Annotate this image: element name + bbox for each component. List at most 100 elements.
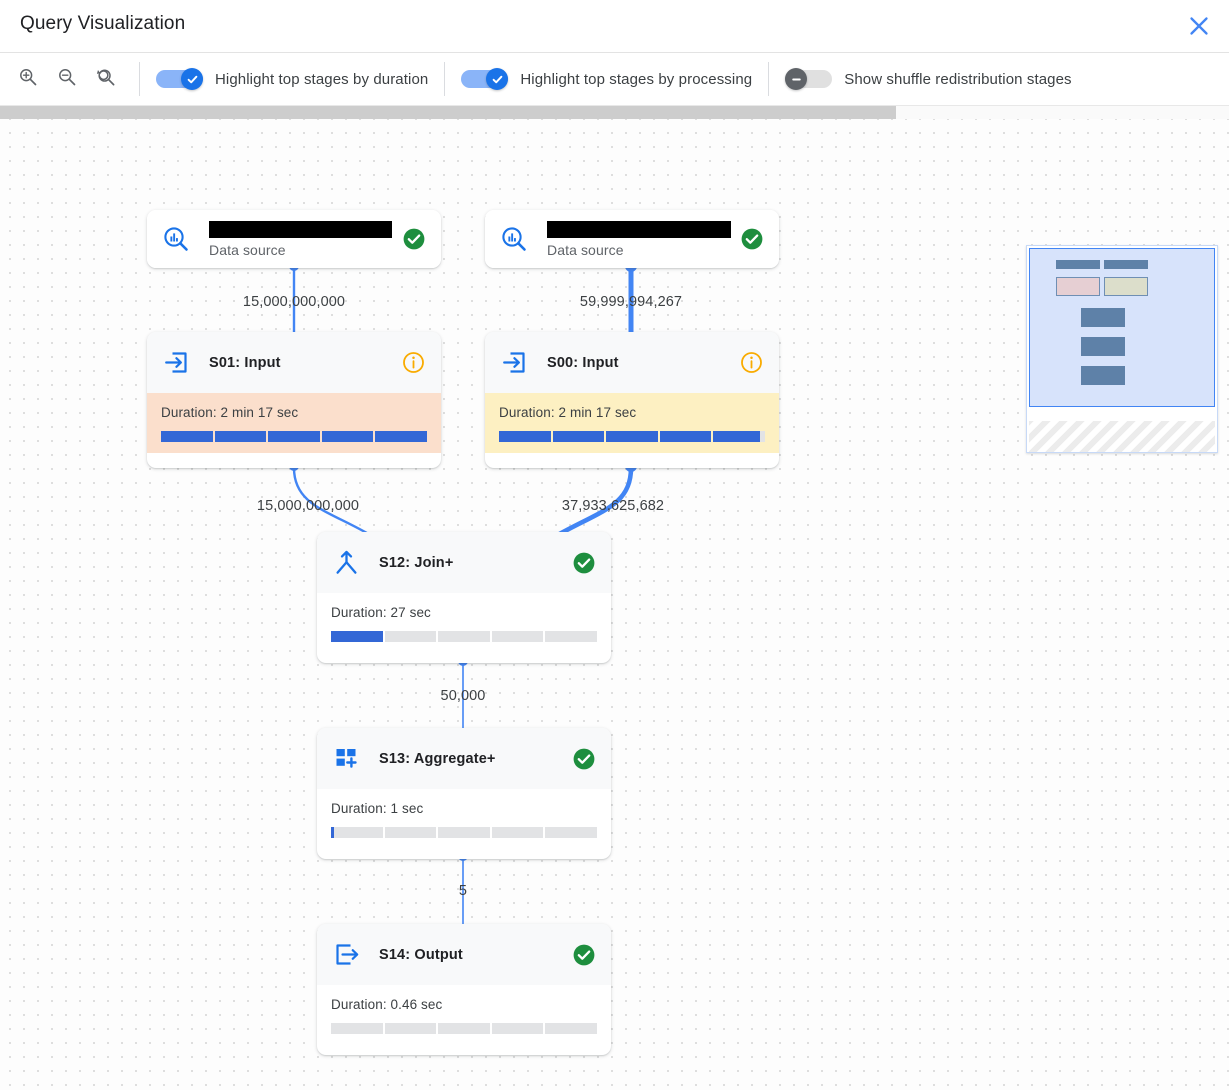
toolbar-divider-2	[444, 62, 446, 96]
bar-segment	[384, 631, 437, 642]
input-arrow-icon	[499, 348, 529, 378]
check-circle-icon	[572, 551, 596, 575]
toggle-show-shuffle[interactable]: Show shuffle redistribution stages	[785, 59, 1072, 99]
duration-label: Duration: 27 sec	[331, 605, 431, 620]
node-header: Data source	[147, 210, 441, 268]
bar-segment	[331, 827, 383, 838]
bar-segment	[268, 431, 320, 442]
bar-segment	[321, 431, 374, 442]
zoom-out-icon	[57, 67, 77, 92]
join-icon	[331, 548, 361, 578]
check-circle-icon	[572, 747, 596, 771]
node-data-source-left[interactable]: Data source	[147, 210, 441, 268]
bar-segment	[438, 1023, 490, 1034]
edge-label-rows: 37,933,625,682	[561, 498, 665, 514]
toolbar-divider-1	[139, 62, 140, 96]
graph-minimap[interactable]	[1026, 245, 1218, 453]
bar-segment	[214, 431, 267, 442]
node-title: S14: Output	[379, 946, 463, 963]
node-title: S12: Join+	[379, 554, 454, 571]
minimap-node	[1104, 260, 1148, 269]
node-data-source-right[interactable]: Data source	[485, 210, 779, 268]
bar-segment	[491, 1023, 544, 1034]
horizontal-scrollbar-track[interactable]	[0, 106, 1229, 119]
info-circle-icon[interactable]	[402, 351, 426, 375]
bar-segment	[331, 1023, 383, 1034]
visualization-toolbar: Highlight top stages by duration Highlig…	[0, 53, 1229, 106]
bar-segment	[161, 431, 213, 442]
bar-segment	[491, 827, 544, 838]
bar-segment	[491, 631, 544, 642]
data-source-name-redacted	[209, 220, 392, 238]
zoom-reset-button[interactable]	[89, 62, 123, 96]
zoom-reset-icon	[96, 67, 116, 92]
minimap-node	[1081, 308, 1125, 327]
minimap-offscreen-area	[1029, 421, 1215, 452]
bar-segment	[659, 431, 712, 442]
node-body: Duration: 27 sec	[317, 593, 611, 653]
horizontal-scrollbar-thumb[interactable]	[0, 106, 896, 119]
toggle-highlight-duration[interactable]: Highlight top stages by duration	[156, 59, 428, 99]
toggle-label-duration: Highlight top stages by duration	[215, 70, 429, 88]
node-title: S00: Input	[547, 354, 619, 371]
bar-segment	[545, 1023, 597, 1034]
duration-label: Duration: 1 sec	[331, 801, 424, 816]
aggregate-icon	[331, 744, 361, 774]
check-circle-icon	[740, 227, 764, 251]
toggle-thumb	[181, 68, 203, 90]
page-title: Query Visualization	[20, 13, 186, 34]
info-circle-icon[interactable]	[740, 351, 764, 375]
node-header: S13: Aggregate+	[317, 728, 611, 789]
graph-canvas[interactable]: 15,000,000,000 59,999,994,267 15,000,000…	[0, 106, 1229, 1090]
toggle-switch-shuffle[interactable]	[785, 68, 833, 90]
duration-bar	[161, 431, 427, 442]
node-stage-s01[interactable]: S01: Input Duration: 2 min 17 sec	[147, 332, 441, 468]
minimap-node	[1081, 337, 1125, 356]
bar-segment	[499, 431, 551, 442]
data-source-name-redacted	[547, 220, 731, 238]
toggle-switch-processing[interactable]	[461, 68, 509, 90]
toggle-switch-duration[interactable]	[156, 68, 203, 90]
zoom-in-button[interactable]	[11, 62, 45, 96]
node-title: S01: Input	[209, 354, 281, 371]
zoom-out-button[interactable]	[50, 62, 84, 96]
node-header: S01: Input	[147, 332, 441, 393]
bar-segment	[438, 827, 490, 838]
edge-label-rows: 59,999,994,267	[579, 294, 683, 310]
minimap-node-highlight-orange	[1056, 277, 1100, 296]
toggle-label-shuffle: Show shuffle redistribution stages	[844, 70, 1072, 88]
node-stage-s00[interactable]: S00: Input Duration: 2 min 17 sec	[485, 332, 779, 468]
node-stage-s12[interactable]: S12: Join+ Duration: 27 sec	[317, 532, 611, 663]
bar-segment	[384, 827, 437, 838]
dialog-header: Query Visualization	[0, 0, 1229, 53]
edge-label-rows: 15,000,000,000	[242, 294, 346, 310]
toggle-thumb	[486, 68, 509, 90]
node-stage-s14[interactable]: S14: Output Duration: 0.46 sec	[317, 924, 611, 1055]
check-circle-icon	[402, 227, 426, 251]
check-icon	[492, 75, 503, 83]
data-source-text: Data source	[209, 220, 392, 258]
minimap-node-highlight-yellow	[1104, 277, 1148, 296]
data-source-subtitle: Data source	[209, 241, 286, 258]
bar-segment	[438, 631, 490, 642]
node-body: Duration: 2 min 17 sec	[147, 393, 441, 453]
duration-label: Duration: 2 min 17 sec	[499, 405, 637, 420]
minus-icon	[791, 78, 801, 80]
node-body: Duration: 0.46 sec	[317, 985, 611, 1045]
close-button[interactable]	[1181, 8, 1217, 44]
toggle-highlight-processing[interactable]: Highlight top stages by processing	[461, 59, 752, 99]
duration-label: Duration: 2 min 17 sec	[161, 405, 299, 420]
data-source-text: Data source	[547, 220, 731, 258]
close-icon	[1188, 15, 1210, 37]
node-stage-s13[interactable]: S13: Aggregate+ Duration: 1 sec	[317, 728, 611, 859]
minimap-node	[1056, 260, 1100, 269]
bar-segment	[545, 827, 597, 838]
minimap-viewport[interactable]	[1029, 248, 1215, 407]
check-icon	[187, 75, 197, 83]
input-arrow-icon	[161, 348, 191, 378]
node-header: S12: Join+	[317, 532, 611, 593]
duration-label: Duration: 0.46 sec	[331, 997, 443, 1012]
edge-label-rows: 5	[458, 883, 468, 899]
node-body: Duration: 2 min 17 sec	[485, 393, 779, 453]
edge-label-rows: 50,000	[440, 688, 486, 704]
